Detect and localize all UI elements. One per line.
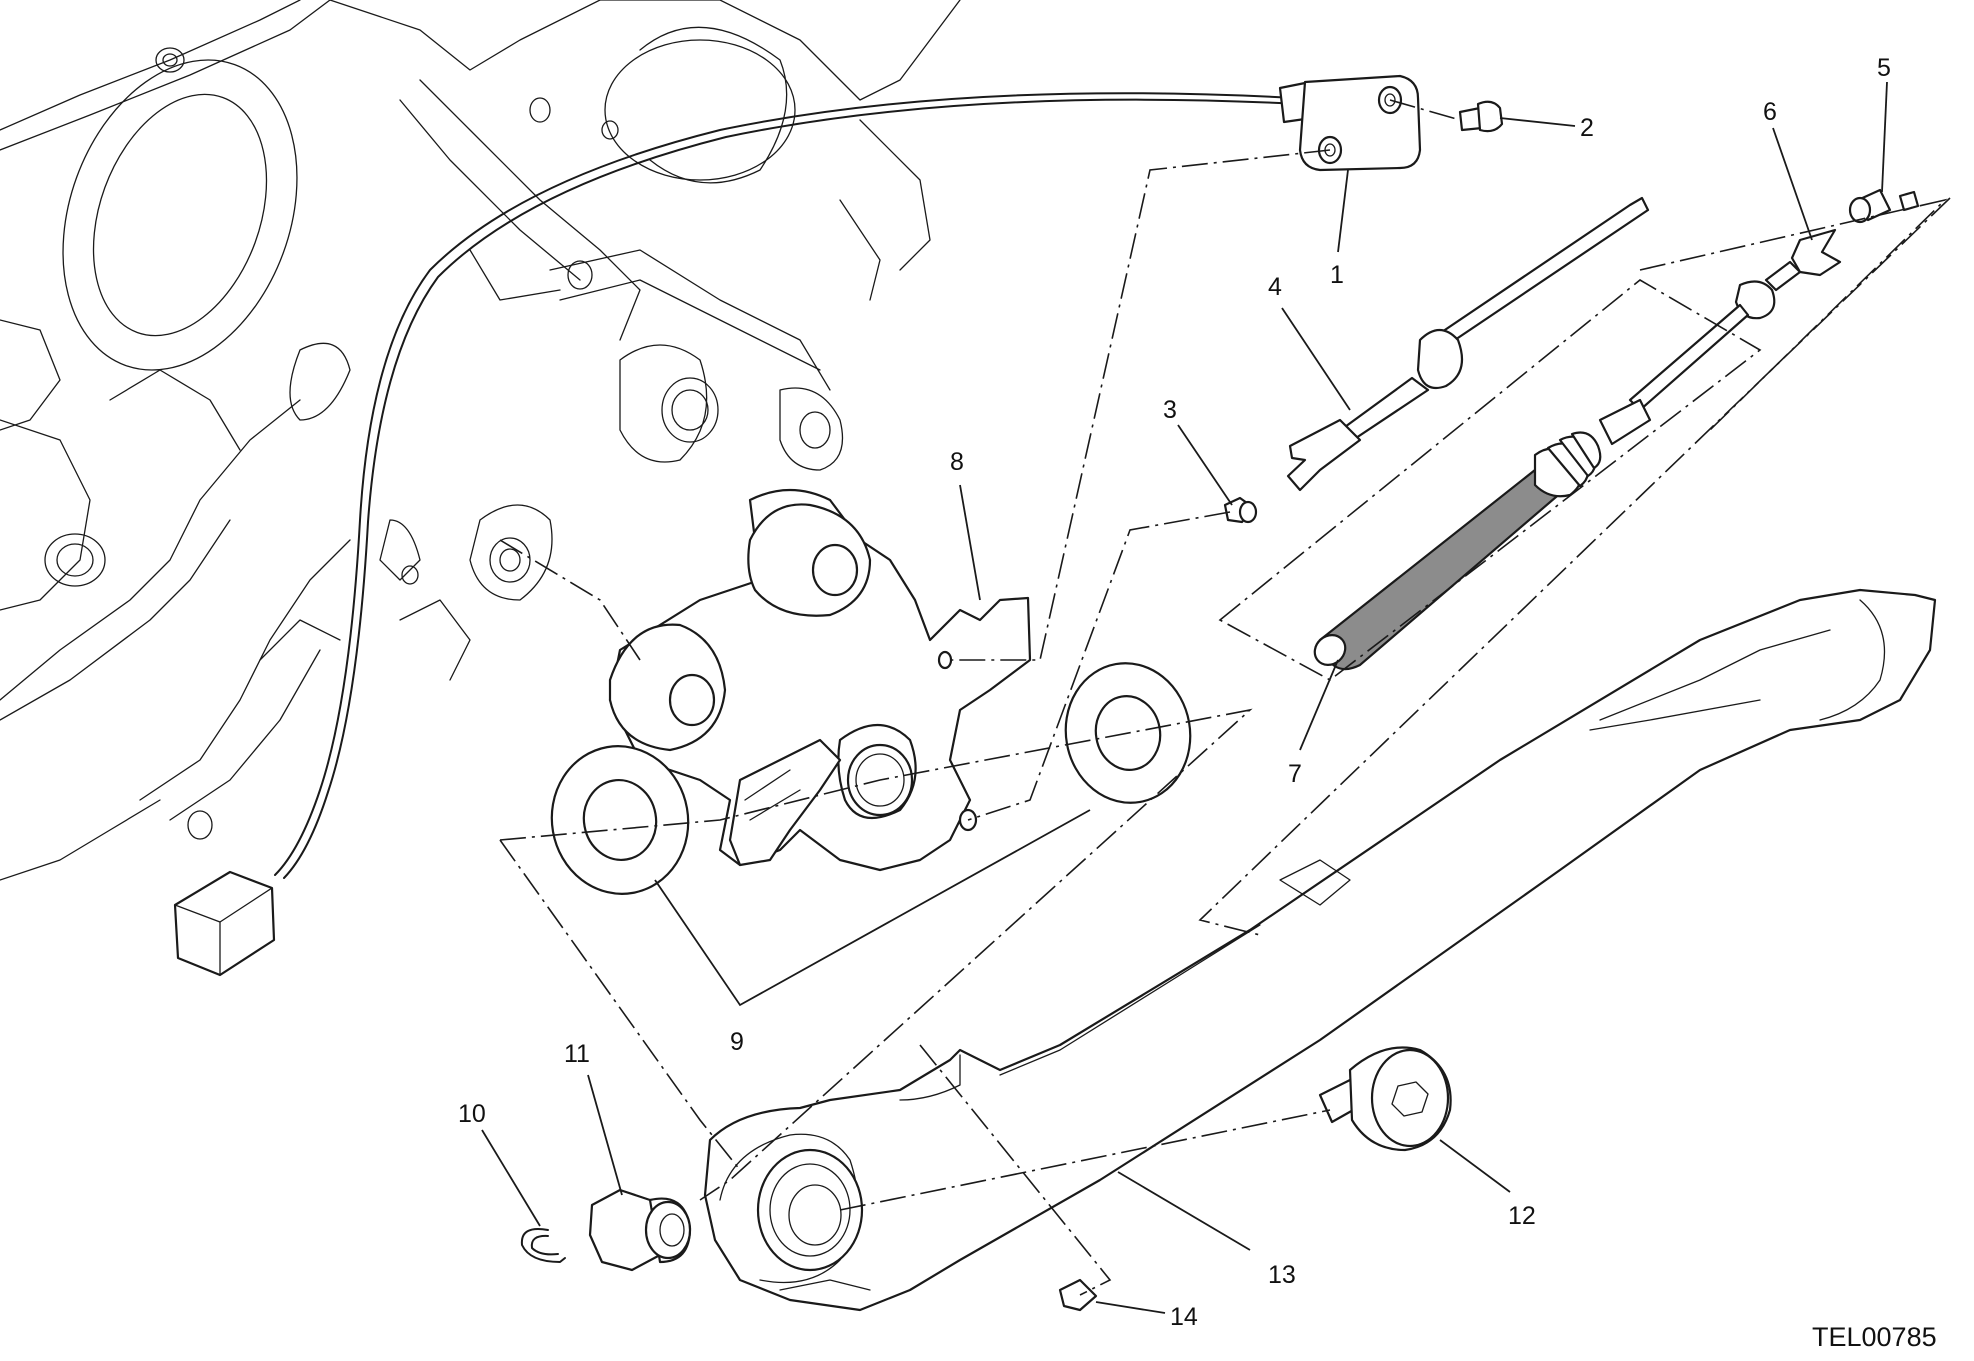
callout-1: 1: [1330, 261, 1344, 289]
pin-part-5: [1848, 188, 1920, 224]
spring-rod-part-6: [1598, 228, 1842, 446]
callout-10: 10: [458, 1100, 486, 1128]
engine-case-outline: [0, 0, 961, 881]
leader-lines: [481, 81, 1888, 1314]
spring-part-7: [1313, 431, 1602, 671]
sensor-cable: [173, 74, 1422, 977]
callout-12: 12: [1508, 1202, 1536, 1230]
assembly-center-lines: [499, 99, 1951, 1296]
callout-6: 6: [1763, 98, 1777, 126]
callout-13: 13: [1268, 1261, 1296, 1289]
callout-9: 9: [730, 1028, 744, 1056]
bushing-part-11: [588, 1188, 692, 1272]
bolt-part-12: [1318, 1046, 1452, 1152]
spring-rod-part-4: [1286, 196, 1650, 492]
callout-14: 14: [1170, 1303, 1198, 1331]
callout-7: 7: [1288, 760, 1302, 788]
callout-2: 2: [1580, 114, 1594, 142]
circlip-part-10: [520, 1228, 566, 1263]
plug-part-14: [1058, 1278, 1098, 1312]
callout-11: 11: [564, 1040, 590, 1068]
drawing-reference-code: TEL00785: [1812, 1322, 1937, 1352]
bracket-part-8: [608, 488, 1032, 872]
pin-part-3: [1223, 496, 1258, 524]
callout-3: 3: [1163, 396, 1177, 424]
callout-5: 5: [1877, 54, 1891, 82]
callout-labels: 1 2 3 4 5 6 7 8 9 10 11 12 13 14: [458, 54, 1891, 1331]
callout-4: 4: [1268, 273, 1282, 301]
screw-part-2: [1458, 100, 1504, 133]
side-stand-part-13: [703, 588, 1937, 1312]
callout-8: 8: [950, 448, 964, 476]
